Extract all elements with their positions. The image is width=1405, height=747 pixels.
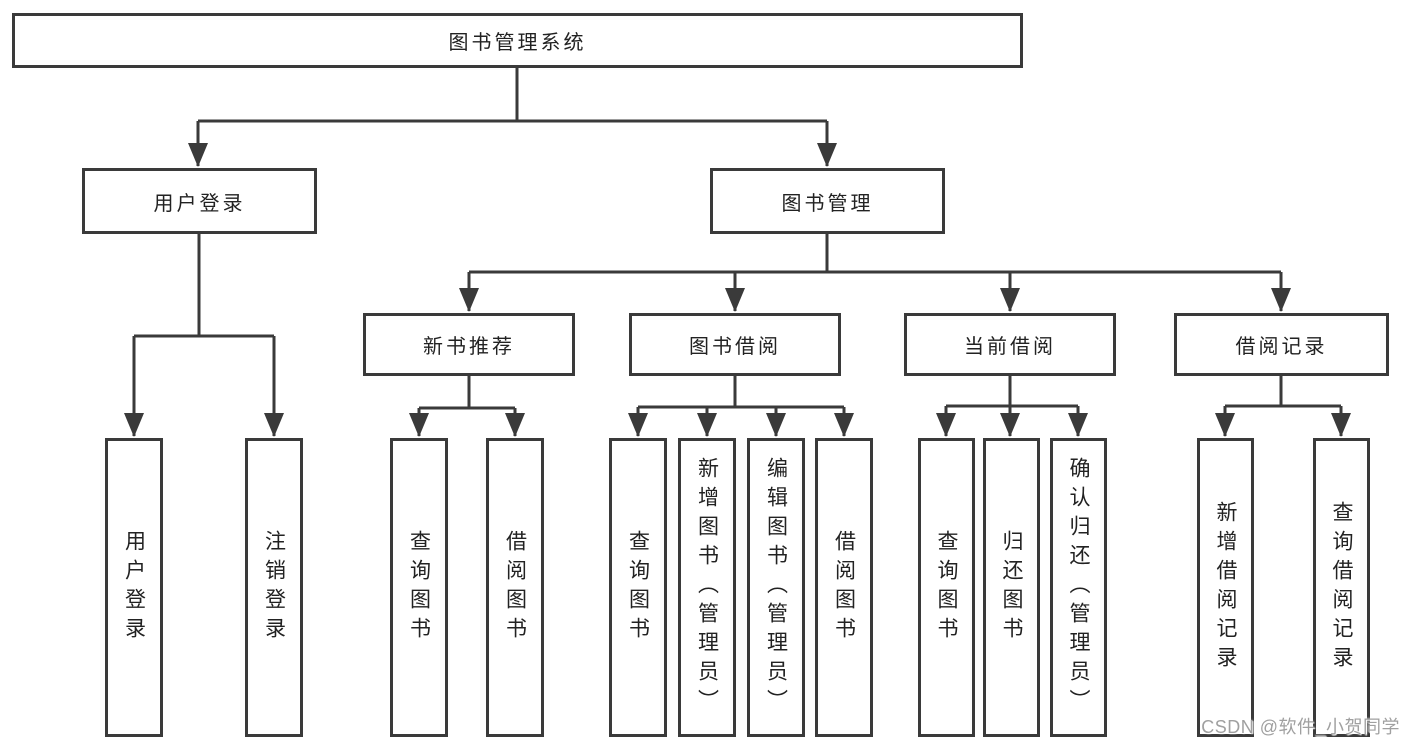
leaf-record-add-borrow-record-label: 新增借阅记录 (1214, 500, 1237, 675)
watermark: CSDN @软件_小贺同学 (1201, 717, 1400, 737)
leaf-current-confirm-return-admin: 确认归还（管理员） (1050, 438, 1107, 737)
node-book-management-label: 图书管理 (781, 192, 874, 215)
node-root-label: 图书管理系统 (448, 32, 587, 54)
leaf-borrow-borrow-books-label: 借阅图书 (832, 529, 856, 646)
leaf-current-query-books-label: 查询图书 (935, 529, 958, 646)
leaf-record-query-borrow-record-label: 查询借阅记录 (1330, 500, 1353, 675)
node-root: 图书管理系统 (12, 13, 1023, 68)
leaf-borrow-edit-books-admin: 编辑图书（管理员） (747, 438, 805, 737)
leaf-user-login: 用户登录 (105, 438, 163, 737)
node-current-borrow-label: 当前借阅 (964, 336, 1056, 358)
leaf-current-return-books: 归还图书 (983, 438, 1040, 737)
node-book-borrow: 图书借阅 (629, 313, 841, 376)
leaf-borrow-add-books-admin-label: 新增图书（管理员） (695, 457, 719, 718)
leaf-newrec-query-books-label: 查询图书 (407, 529, 431, 646)
leaf-borrow-add-books-admin: 新增图书（管理员） (678, 438, 736, 737)
node-book-management: 图书管理 (710, 168, 945, 234)
node-current-borrow: 当前借阅 (904, 313, 1116, 376)
leaf-newrec-borrow-books: 借阅图书 (486, 438, 544, 737)
node-new-book-recommend: 新书推荐 (363, 313, 575, 376)
leaf-borrow-borrow-books: 借阅图书 (815, 438, 873, 737)
leaf-logout-label: 注销登录 (262, 529, 286, 646)
leaf-borrow-edit-books-admin-label: 编辑图书（管理员） (764, 457, 788, 718)
leaf-current-confirm-return-admin-label: 确认归还（管理员） (1067, 457, 1090, 718)
leaf-newrec-query-books: 查询图书 (390, 438, 448, 737)
leaf-borrow-query-books-label: 查询图书 (626, 529, 650, 646)
leaf-borrow-query-books: 查询图书 (609, 438, 667, 737)
leaf-newrec-borrow-books-label: 借阅图书 (503, 529, 527, 646)
leaf-current-return-books-label: 归还图书 (1000, 529, 1023, 646)
node-borrow-record: 借阅记录 (1174, 313, 1389, 376)
leaf-current-query-books: 查询图书 (918, 438, 975, 737)
leaf-logout: 注销登录 (245, 438, 303, 737)
node-book-borrow-label: 图书借阅 (689, 336, 781, 358)
leaf-user-login-label: 用户登录 (122, 529, 146, 646)
node-user-login-label: 用户登录 (153, 192, 246, 215)
node-user-login: 用户登录 (82, 168, 317, 234)
leaf-record-query-borrow-record: 查询借阅记录 (1313, 438, 1370, 737)
node-borrow-record-label: 借阅记录 (1235, 336, 1328, 358)
leaf-record-add-borrow-record: 新增借阅记录 (1197, 438, 1254, 737)
node-new-book-recommend-label: 新书推荐 (423, 336, 515, 358)
